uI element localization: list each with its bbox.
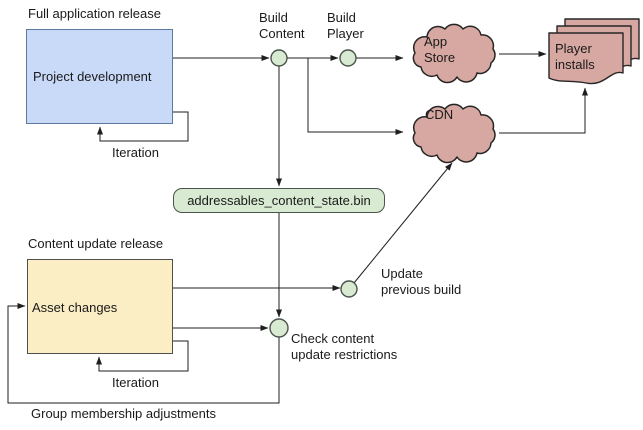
update-previous-build-node bbox=[340, 280, 358, 298]
full-application-release-label: Full application release bbox=[28, 6, 161, 21]
build-player-node bbox=[339, 49, 357, 67]
build-player-label: Build Player bbox=[327, 10, 364, 41]
project-development-box bbox=[26, 29, 173, 124]
asset-changes-box bbox=[27, 259, 173, 354]
cdn-label: CDN bbox=[425, 107, 454, 122]
iteration-bottom-label: Iteration bbox=[112, 375, 159, 390]
build-content-node bbox=[270, 49, 288, 67]
cloud-shape-icon bbox=[412, 103, 496, 164]
connector-iteration-loop-bottom bbox=[96, 340, 189, 372]
build-content-label: Build Content bbox=[259, 10, 305, 41]
app-store-cloud bbox=[412, 23, 496, 84]
group-membership-adjustments-label: Group membership adjustments bbox=[31, 406, 216, 421]
check-content-update-restrictions-label: Check content update restrictions bbox=[291, 331, 398, 362]
document-shape-icon bbox=[548, 32, 624, 85]
cloud-shape-icon bbox=[412, 23, 496, 84]
content-update-release-label: Content update release bbox=[28, 236, 164, 251]
project-development-label: Project development bbox=[33, 69, 152, 84]
update-previous-build-label: Update previous build bbox=[381, 266, 462, 297]
connector-iteration-loop-top bbox=[97, 111, 189, 142]
check-restrictions-node bbox=[269, 318, 289, 338]
player-installs-stack bbox=[548, 18, 640, 85]
addressables-state-file-box: addressables_content_state.bin bbox=[173, 188, 385, 213]
connector-cdn-to-player-installs bbox=[499, 87, 588, 134]
player-installs-label: Player installs bbox=[555, 41, 595, 72]
connector-group-membership-loop bbox=[7, 303, 280, 404]
addressables-state-file-label: addressables_content_state.bin bbox=[187, 192, 371, 208]
app-store-label: App Store bbox=[424, 34, 456, 65]
connector-build-content-to-cdn bbox=[307, 58, 404, 135]
cdn-cloud bbox=[412, 103, 496, 164]
connector-update-previous-to-cdn bbox=[353, 162, 453, 284]
iteration-top-label: Iteration bbox=[112, 145, 159, 160]
asset-changes-label: Asset changes bbox=[32, 300, 118, 315]
